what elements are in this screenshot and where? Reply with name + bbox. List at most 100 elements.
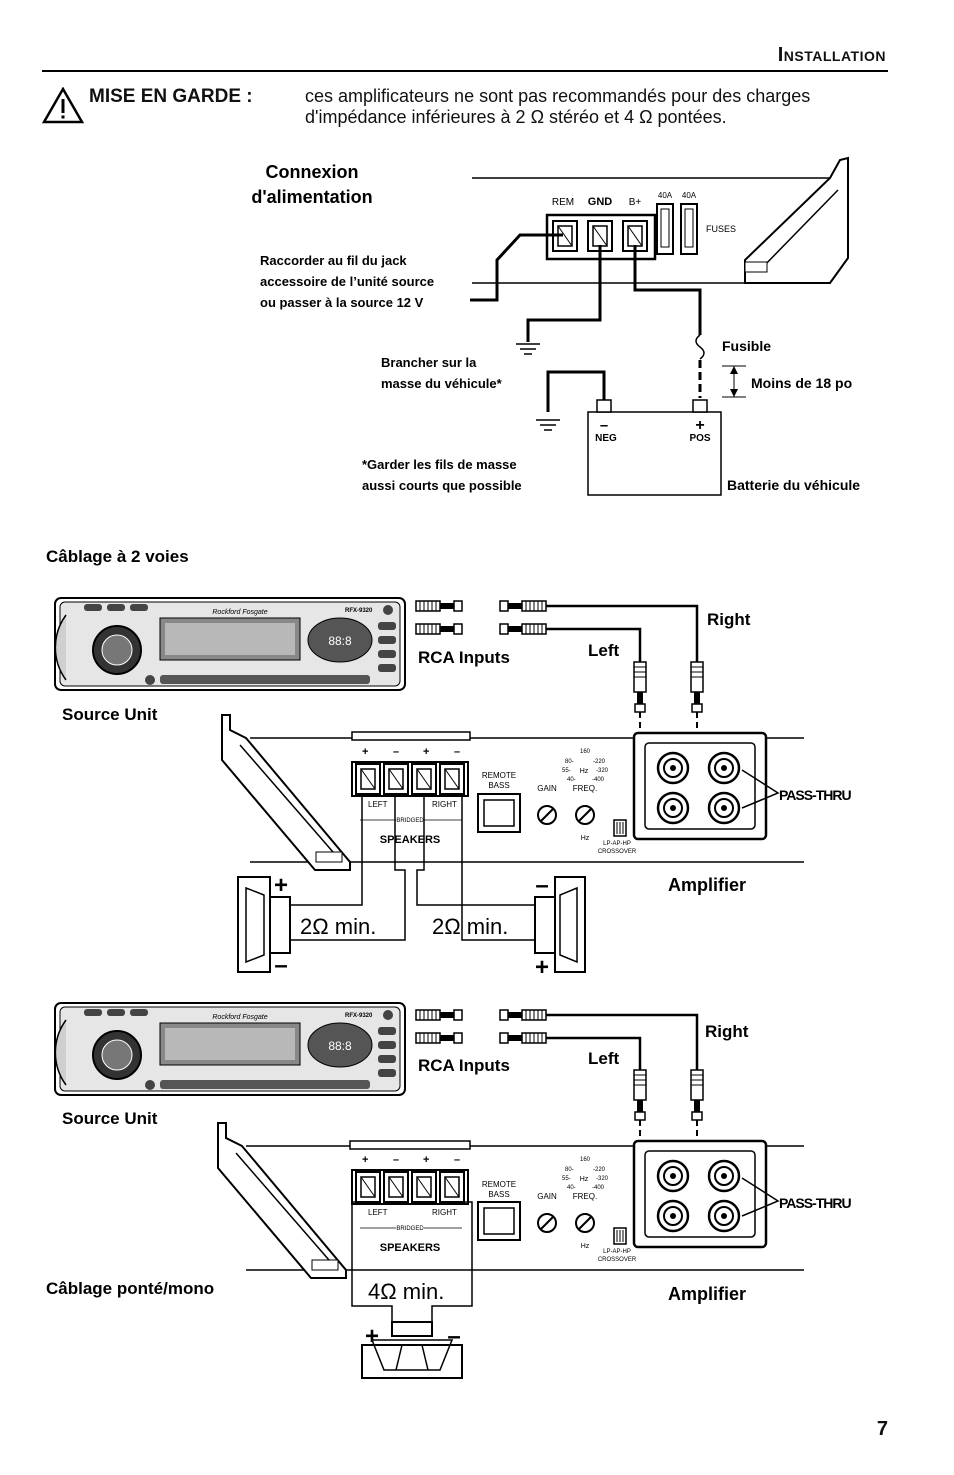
a2-sign-2: – — [393, 1154, 399, 1166]
a2-bridged: BRIDGED — [396, 1226, 424, 1232]
a2-crossover: CROSSOVER — [598, 1257, 637, 1263]
hu2-model: RFX-9320 — [345, 1013, 373, 1019]
a1-crossover: CROSSOVER — [598, 849, 637, 855]
a1-sign-2: – — [393, 746, 399, 758]
a2-right: RIGHT — [432, 1208, 457, 1217]
fuse-rating-2: 40A — [682, 191, 697, 200]
a2-gain: GAIN — [537, 1192, 557, 1201]
two-way-title: Câblage à 2 voies — [46, 547, 189, 566]
a2-tick-220: -220 — [593, 1167, 606, 1173]
a1-tick-160: 160 — [580, 749, 591, 755]
a2-tick-160: 160 — [580, 1157, 591, 1163]
a1-sign-1: + — [362, 746, 368, 758]
a1-tick-220: -220 — [593, 759, 606, 765]
remote-note-3: ou passer à la source 12 V — [260, 295, 424, 310]
head-unit-1: 88:8 Rockford Fosgate RFX-9320 — [54, 597, 406, 691]
bridged-title: Câblage ponté/mono — [46, 1279, 214, 1298]
a2-bass: BASS — [488, 1190, 509, 1199]
a1-right: RIGHT — [432, 800, 457, 809]
a1-freq: FREQ. — [573, 784, 597, 793]
hu1-brand: Rockford Fosgate — [212, 609, 267, 616]
fuses-label: FUSES — [706, 224, 736, 234]
hu2-display: 88:8 — [328, 1039, 352, 1053]
a2-sign-3: + — [423, 1154, 429, 1166]
a1-tick-40: 40- — [567, 777, 576, 783]
bridged-source-unit: Source Unit — [62, 1109, 158, 1128]
two-way-pass-thru: PASS-THRU — [779, 787, 852, 803]
ground-note-2: masse du véhicule* — [381, 376, 503, 391]
a1-tick-400: -400 — [592, 777, 605, 783]
a1-hz: Hz — [581, 835, 590, 842]
bridged-load: 4Ω min. — [368, 1279, 444, 1304]
spk-right-plus: + — [535, 954, 549, 981]
two-way-source-unit: Source Unit — [62, 705, 158, 724]
two-way-left: Left — [588, 641, 620, 660]
a1-bridged: BRIDGED — [396, 818, 424, 824]
two-way-rca-label: RCA Inputs — [418, 648, 510, 667]
warning-text: ces amplificateurs ne sont pas recommand… — [305, 86, 811, 127]
hu2-brand: Rockford Fosgate — [212, 1014, 267, 1021]
battery-neg-label: NEG — [595, 433, 617, 444]
ground-keep-note-1: *Garder les fils de masse — [362, 457, 517, 472]
spk-left-load: 2Ω min. — [300, 914, 376, 939]
a1-sign-3: + — [423, 746, 429, 758]
section-header: Installation — [777, 44, 886, 66]
bridged-rca-label: RCA Inputs — [418, 1056, 510, 1075]
a1-bass: BASS — [488, 781, 509, 790]
hu1-display: 88:8 — [328, 634, 352, 648]
power-title-2: d'alimentation — [251, 187, 372, 207]
head-unit-2: 88:8 Rockford Fosgate RFX-9320 — [54, 1002, 406, 1096]
bridged-plus: + — [365, 1323, 379, 1350]
a2-hz-top: Hz — [580, 1176, 589, 1183]
battery-pos-sign: + — [695, 417, 704, 434]
a2-sign-4: – — [454, 1154, 460, 1166]
a1-left: LEFT — [368, 800, 388, 809]
warning-icon — [42, 87, 84, 124]
bridged-pass-thru: PASS-THRU — [779, 1195, 852, 1211]
a1-remote: REMOTE — [482, 771, 516, 780]
two-way-amplifier: Amplifier — [668, 875, 746, 895]
a1-tick-55: 55- — [562, 768, 571, 774]
terminal-rem-label: REM — [552, 197, 574, 208]
a2-lpaphp: LP-AP-HP — [603, 1249, 631, 1255]
spk-right-minus: – — [535, 872, 548, 899]
terminal-gnd-label: GND — [588, 196, 613, 208]
a2-tick-400: -400 — [592, 1185, 605, 1191]
a2-speakers: SPEAKERS — [380, 1242, 441, 1254]
a1-gain: GAIN — [537, 784, 557, 793]
power-title-1: Connexion — [266, 162, 359, 182]
header-rule — [42, 70, 888, 72]
a1-tick-320: -320 — [596, 768, 609, 774]
fuse-rating-1: 40A — [658, 191, 673, 200]
fuse-label: Fusible — [722, 338, 771, 354]
a2-freq: FREQ. — [573, 1192, 597, 1201]
a1-sign-4: – — [454, 746, 460, 758]
spk-left-minus: – — [274, 952, 287, 979]
a1-lpaphp: LP-AP-HP — [603, 841, 631, 847]
terminal-bplus-label: B+ — [629, 197, 642, 208]
spk-right-load: 2Ω min. — [432, 914, 508, 939]
speaker-left — [237, 876, 291, 973]
a2-tick-40: 40- — [567, 1185, 576, 1191]
a2-remote: REMOTE — [482, 1180, 516, 1189]
bridged-minus: – — [447, 1323, 460, 1350]
bridged-left: Left — [588, 1049, 620, 1068]
a1-tick-80: 80- — [565, 759, 574, 765]
hu1-model: RFX-9320 — [345, 608, 373, 614]
a2-tick-320: -320 — [596, 1176, 609, 1182]
distance-label: Moins de 18 po — [751, 375, 852, 391]
a1-hz-top: Hz — [580, 768, 589, 775]
bridged-amplifier: Amplifier — [668, 1284, 746, 1304]
a2-hz: Hz — [581, 1243, 590, 1250]
a2-tick-55: 55- — [562, 1176, 571, 1182]
battery-pos-label: POS — [689, 433, 710, 444]
a2-sign-1: + — [362, 1154, 368, 1166]
spk-left-plus: + — [274, 872, 288, 899]
a1-speakers: SPEAKERS — [380, 834, 441, 846]
remote-note-2: accessoire de l’unité source — [260, 274, 434, 289]
page-number: 7 — [876, 1418, 888, 1440]
two-way-right: Right — [707, 610, 751, 629]
a2-tick-80: 80- — [565, 1167, 574, 1173]
speaker-right — [534, 876, 586, 973]
